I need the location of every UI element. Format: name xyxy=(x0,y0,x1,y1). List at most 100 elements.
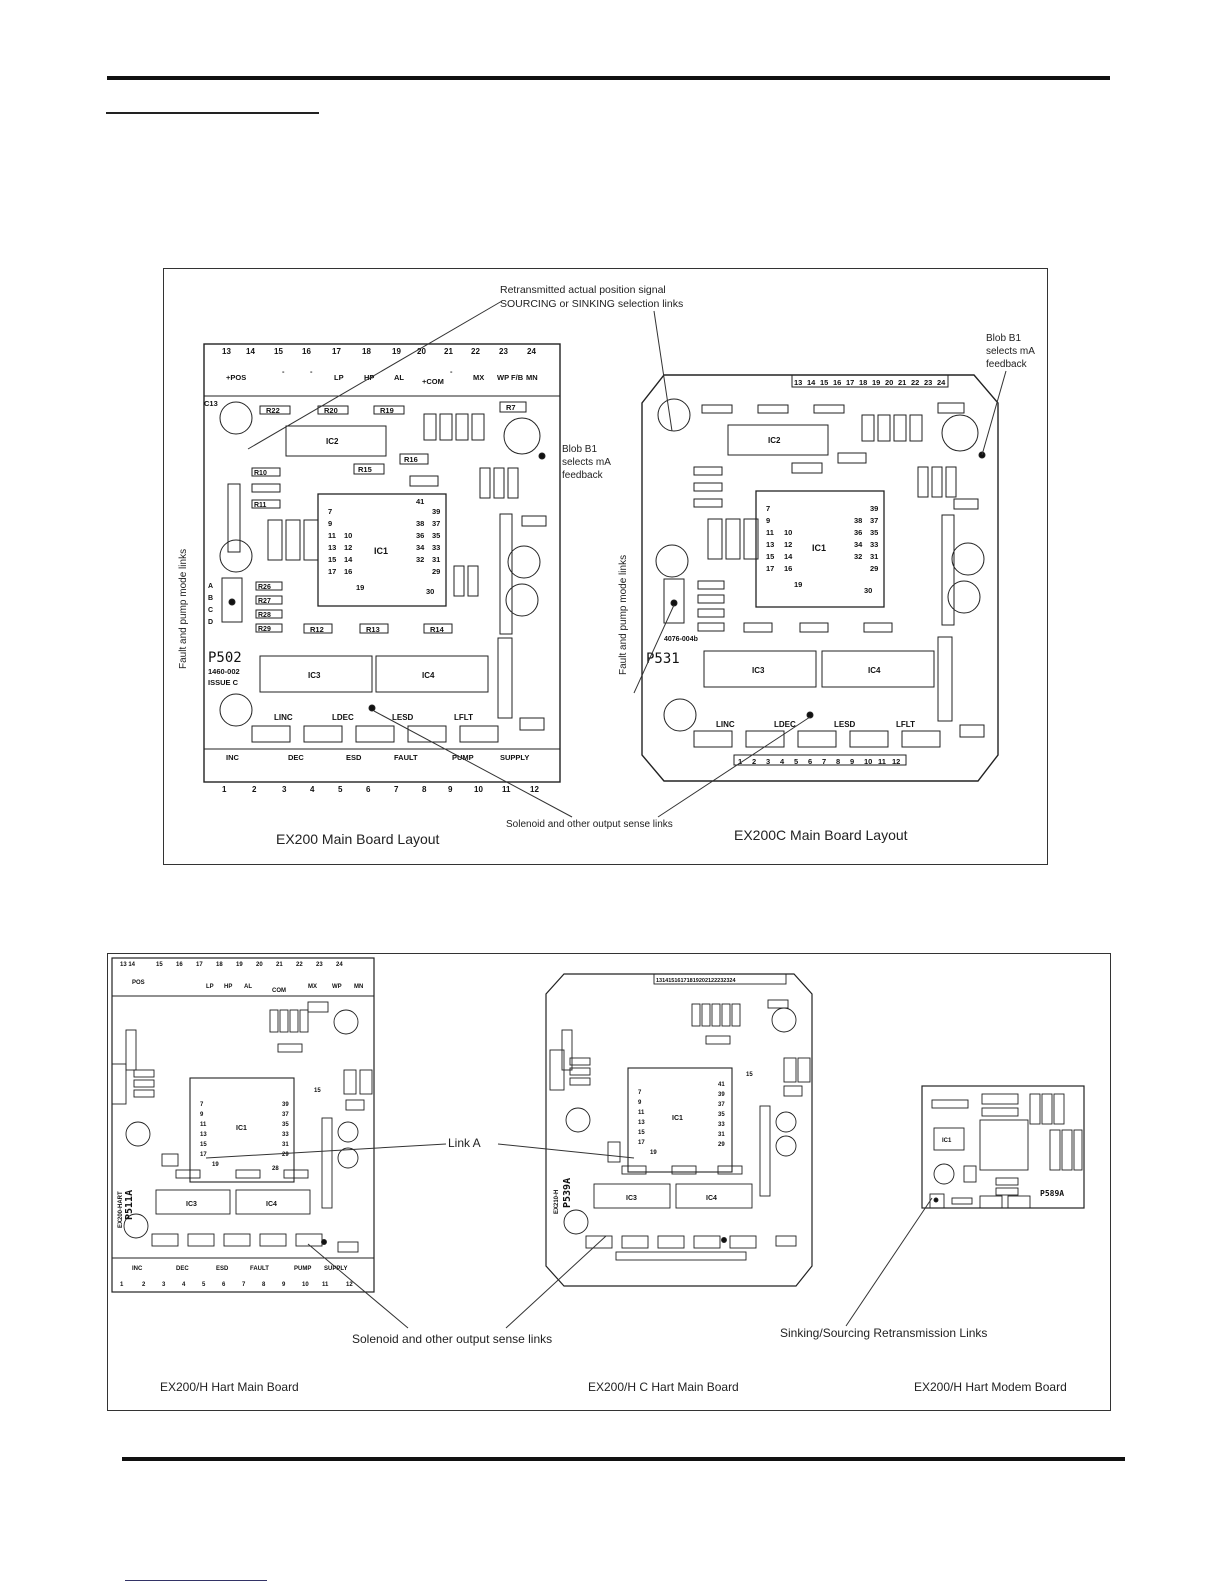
board-id-p589a: P589A xyxy=(1040,1189,1064,1198)
svg-text:5: 5 xyxy=(202,1282,206,1288)
svg-text:LFLT: LFLT xyxy=(454,713,473,722)
solenoid-bottom-leader-right xyxy=(505,1235,607,1329)
svg-text:2: 2 xyxy=(752,757,756,766)
svg-text:15: 15 xyxy=(200,1142,207,1148)
svg-text:R12: R12 xyxy=(310,625,324,634)
svg-text:5: 5 xyxy=(794,757,798,766)
caption-hart-modem: EX200/H Hart Modem Board xyxy=(914,1380,1067,1394)
svg-text:33: 33 xyxy=(282,1132,289,1138)
svg-text:11: 11 xyxy=(328,531,336,540)
svg-text:IC2: IC2 xyxy=(768,436,781,445)
fault-pump-leader-right xyxy=(633,604,675,694)
retrans-leader-right xyxy=(653,310,673,432)
svg-text:LESD: LESD xyxy=(392,713,414,722)
svg-text:WP: WP xyxy=(332,984,342,990)
svg-text:16: 16 xyxy=(784,564,792,573)
svg-text:35: 35 xyxy=(718,1112,725,1118)
svg-text:22: 22 xyxy=(911,378,919,387)
svg-text:3: 3 xyxy=(766,757,770,766)
lk1-link-left xyxy=(228,598,236,606)
svg-text:13: 13 xyxy=(328,543,336,552)
ex200-top-terminals: 13 14 15 16 17 18 19 20 21 22 23 24 xyxy=(222,347,536,356)
svg-text:1: 1 xyxy=(738,757,742,766)
svg-text:4076-004b: 4076-004b xyxy=(664,636,698,643)
ex200c-board: 13 14 15 16 17 18 19 20 21 22 23 24 IC2 … xyxy=(641,374,999,782)
svg-text:37: 37 xyxy=(432,519,440,528)
solenoid-leader-right xyxy=(657,716,811,818)
svg-text:R27: R27 xyxy=(258,598,271,605)
svg-text:10: 10 xyxy=(784,528,792,537)
svg-text:12: 12 xyxy=(344,543,352,552)
svg-text:34: 34 xyxy=(854,540,863,549)
svg-text:11: 11 xyxy=(878,757,886,766)
svg-text:4: 4 xyxy=(780,757,785,766)
svg-text:9: 9 xyxy=(328,519,332,528)
svg-text:16: 16 xyxy=(833,378,841,387)
svg-text:30: 30 xyxy=(426,587,434,596)
svg-text:31: 31 xyxy=(718,1132,725,1138)
svg-text:R19: R19 xyxy=(380,406,394,415)
label-minus-3: - xyxy=(450,367,453,376)
svg-text:4: 4 xyxy=(310,785,315,794)
svg-text:IC4: IC4 xyxy=(868,666,881,675)
fault-pump-label-left: Fault and pump mode links xyxy=(178,549,189,669)
solenoid-annotation-bottom: Solenoid and other output sense links xyxy=(352,1332,552,1346)
svg-text:15: 15 xyxy=(746,1072,753,1078)
ex200-bottom-terminals: 1 2 3 4 5 6 7 8 9 10 11 12 xyxy=(222,785,539,794)
svg-text:19: 19 xyxy=(650,1150,657,1156)
svg-text:15: 15 xyxy=(156,962,163,968)
svg-text:10: 10 xyxy=(302,1282,309,1288)
svg-text:R22: R22 xyxy=(266,406,280,415)
svg-text:31: 31 xyxy=(870,552,878,561)
svg-text:13: 13 xyxy=(766,540,774,549)
svg-text:LP: LP xyxy=(206,984,214,990)
svg-text:6: 6 xyxy=(366,785,371,794)
svg-text:12: 12 xyxy=(892,757,900,766)
svg-text:POS: POS xyxy=(132,980,145,986)
label-minus-1: - xyxy=(282,367,285,376)
svg-text:LDEC: LDEC xyxy=(332,713,354,722)
svg-text:33: 33 xyxy=(870,540,878,549)
terminal-21: 21 xyxy=(444,347,453,356)
sinking-annotation: Sinking/Sourcing Retransmission Links xyxy=(780,1326,987,1340)
svg-text:IC4: IC4 xyxy=(422,671,435,680)
svg-text:9: 9 xyxy=(638,1100,642,1106)
svg-text:41: 41 xyxy=(416,497,424,506)
svg-text:32: 32 xyxy=(854,552,862,561)
svg-text:B: B xyxy=(208,595,213,602)
terminal-24: 24 xyxy=(527,347,536,356)
ex200c-board-outline xyxy=(641,374,999,782)
svg-text:IC1: IC1 xyxy=(672,1115,683,1122)
fault-pump-label-right: Fault and pump mode links xyxy=(618,555,629,675)
svg-text:8: 8 xyxy=(422,785,427,794)
svg-text:11: 11 xyxy=(502,785,511,794)
terminal-13: 13 xyxy=(222,347,231,356)
svg-text:INC: INC xyxy=(226,753,240,762)
svg-text:IC3: IC3 xyxy=(752,666,765,675)
modem-link-blob xyxy=(933,1197,939,1203)
svg-text:13141516171819202122232324: 13141516171819202122232324 xyxy=(656,978,736,984)
caption-ex200: EX200 Main Board Layout xyxy=(276,831,440,847)
svg-text:R28: R28 xyxy=(258,612,271,619)
caption-hart-main: EX200/H Hart Main Board xyxy=(160,1380,299,1394)
svg-text:17: 17 xyxy=(846,378,854,387)
retrans-annotation-line2: SOURCING or SINKING selection links xyxy=(500,298,683,310)
svg-text:12: 12 xyxy=(346,1282,353,1288)
svg-text:12: 12 xyxy=(784,540,792,549)
label-mn: MN xyxy=(526,373,538,382)
svg-text:SUPPLY: SUPPLY xyxy=(500,753,529,762)
link-blob-ldec xyxy=(368,704,376,712)
svg-text:35: 35 xyxy=(870,528,878,537)
terminal-16: 16 xyxy=(302,347,311,356)
svg-text:13: 13 xyxy=(200,1132,207,1138)
top-figure-frame: 13 14 15 16 17 18 19 20 21 22 23 24 +POS… xyxy=(163,268,1048,865)
svg-text:34: 34 xyxy=(416,543,425,552)
svg-text:18: 18 xyxy=(859,378,867,387)
svg-text:13: 13 xyxy=(794,378,802,387)
svg-text:13: 13 xyxy=(638,1120,645,1126)
svg-text:23: 23 xyxy=(316,962,323,968)
svg-text:DEC: DEC xyxy=(288,753,304,762)
